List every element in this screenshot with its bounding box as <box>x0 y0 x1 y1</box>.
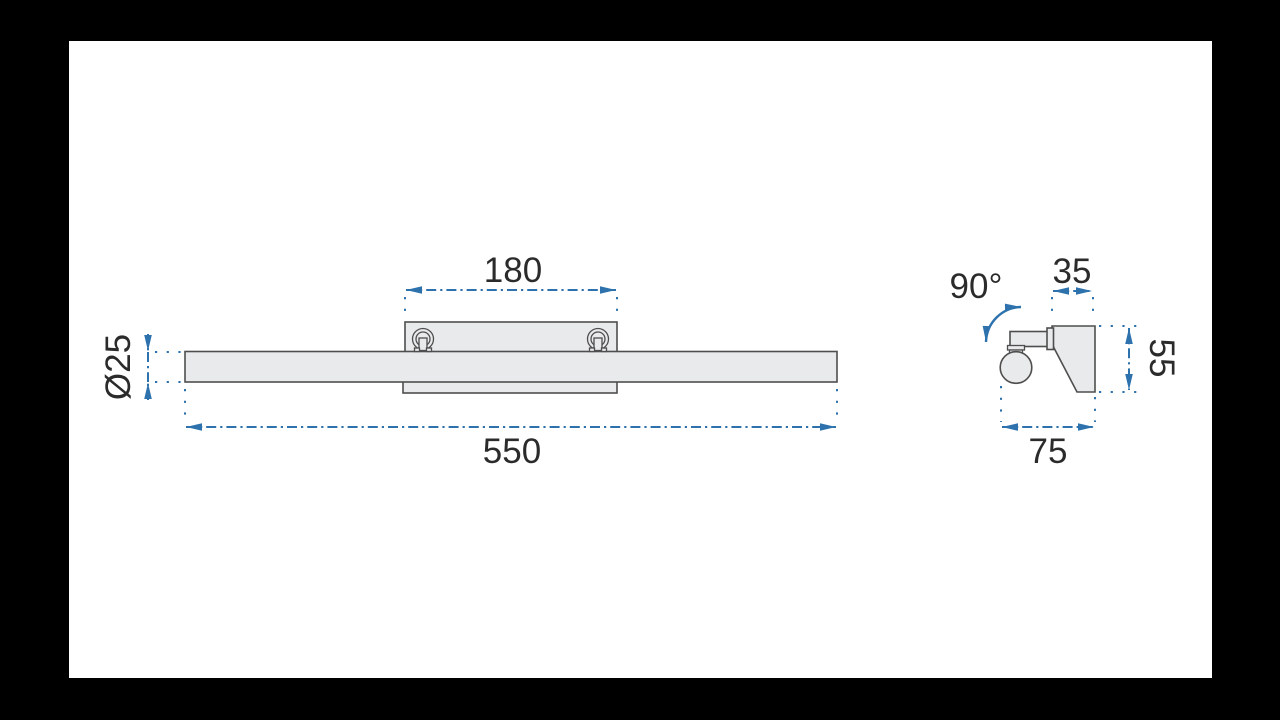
keyhole-mount-left <box>411 327 435 353</box>
side-view: 90° 35 55 75 <box>950 252 1181 471</box>
dimension-label-75: 75 <box>1029 432 1068 471</box>
keyhole-foot-right <box>425 347 433 353</box>
keyhole-slot <box>593 337 603 352</box>
dimension-180: 180 <box>404 251 618 318</box>
rotation-arc-arrow <box>982 303 1022 343</box>
dimension-label-550: 550 <box>483 432 541 471</box>
keyhole-mount-right <box>586 327 610 353</box>
dimension-label-35: 35 <box>1053 252 1092 291</box>
dimension-label-55: 55 <box>1142 339 1181 378</box>
dimension-55: 55 <box>1099 325 1181 393</box>
dimension-diameter-25: Ø25 <box>99 334 181 400</box>
arm-tube <box>1009 330 1049 348</box>
arm-flange <box>1046 327 1055 351</box>
clamp-ring-top <box>1006 344 1026 351</box>
rotation-angle-label: 90° <box>950 267 1003 306</box>
lamp-head-ball <box>999 350 1033 385</box>
dimension-label-diameter: Ø25 <box>99 334 138 400</box>
front-view: 180 Ø25 550 <box>99 251 838 471</box>
keyhole-foot-left <box>413 347 421 353</box>
dimension-75: 75 <box>1000 386 1096 471</box>
dimension-550: 550 <box>184 389 838 471</box>
dimension-label-180: 180 <box>484 251 542 290</box>
dimension-35: 35 <box>1051 252 1094 320</box>
mounting-bracket <box>404 321 618 354</box>
keyhole-foot-left <box>588 347 596 353</box>
lamp-tube <box>184 350 838 383</box>
rotation-indicator: 90° <box>950 267 1022 343</box>
keyhole-slot <box>418 337 428 352</box>
keyhole-foot-right <box>600 347 608 353</box>
